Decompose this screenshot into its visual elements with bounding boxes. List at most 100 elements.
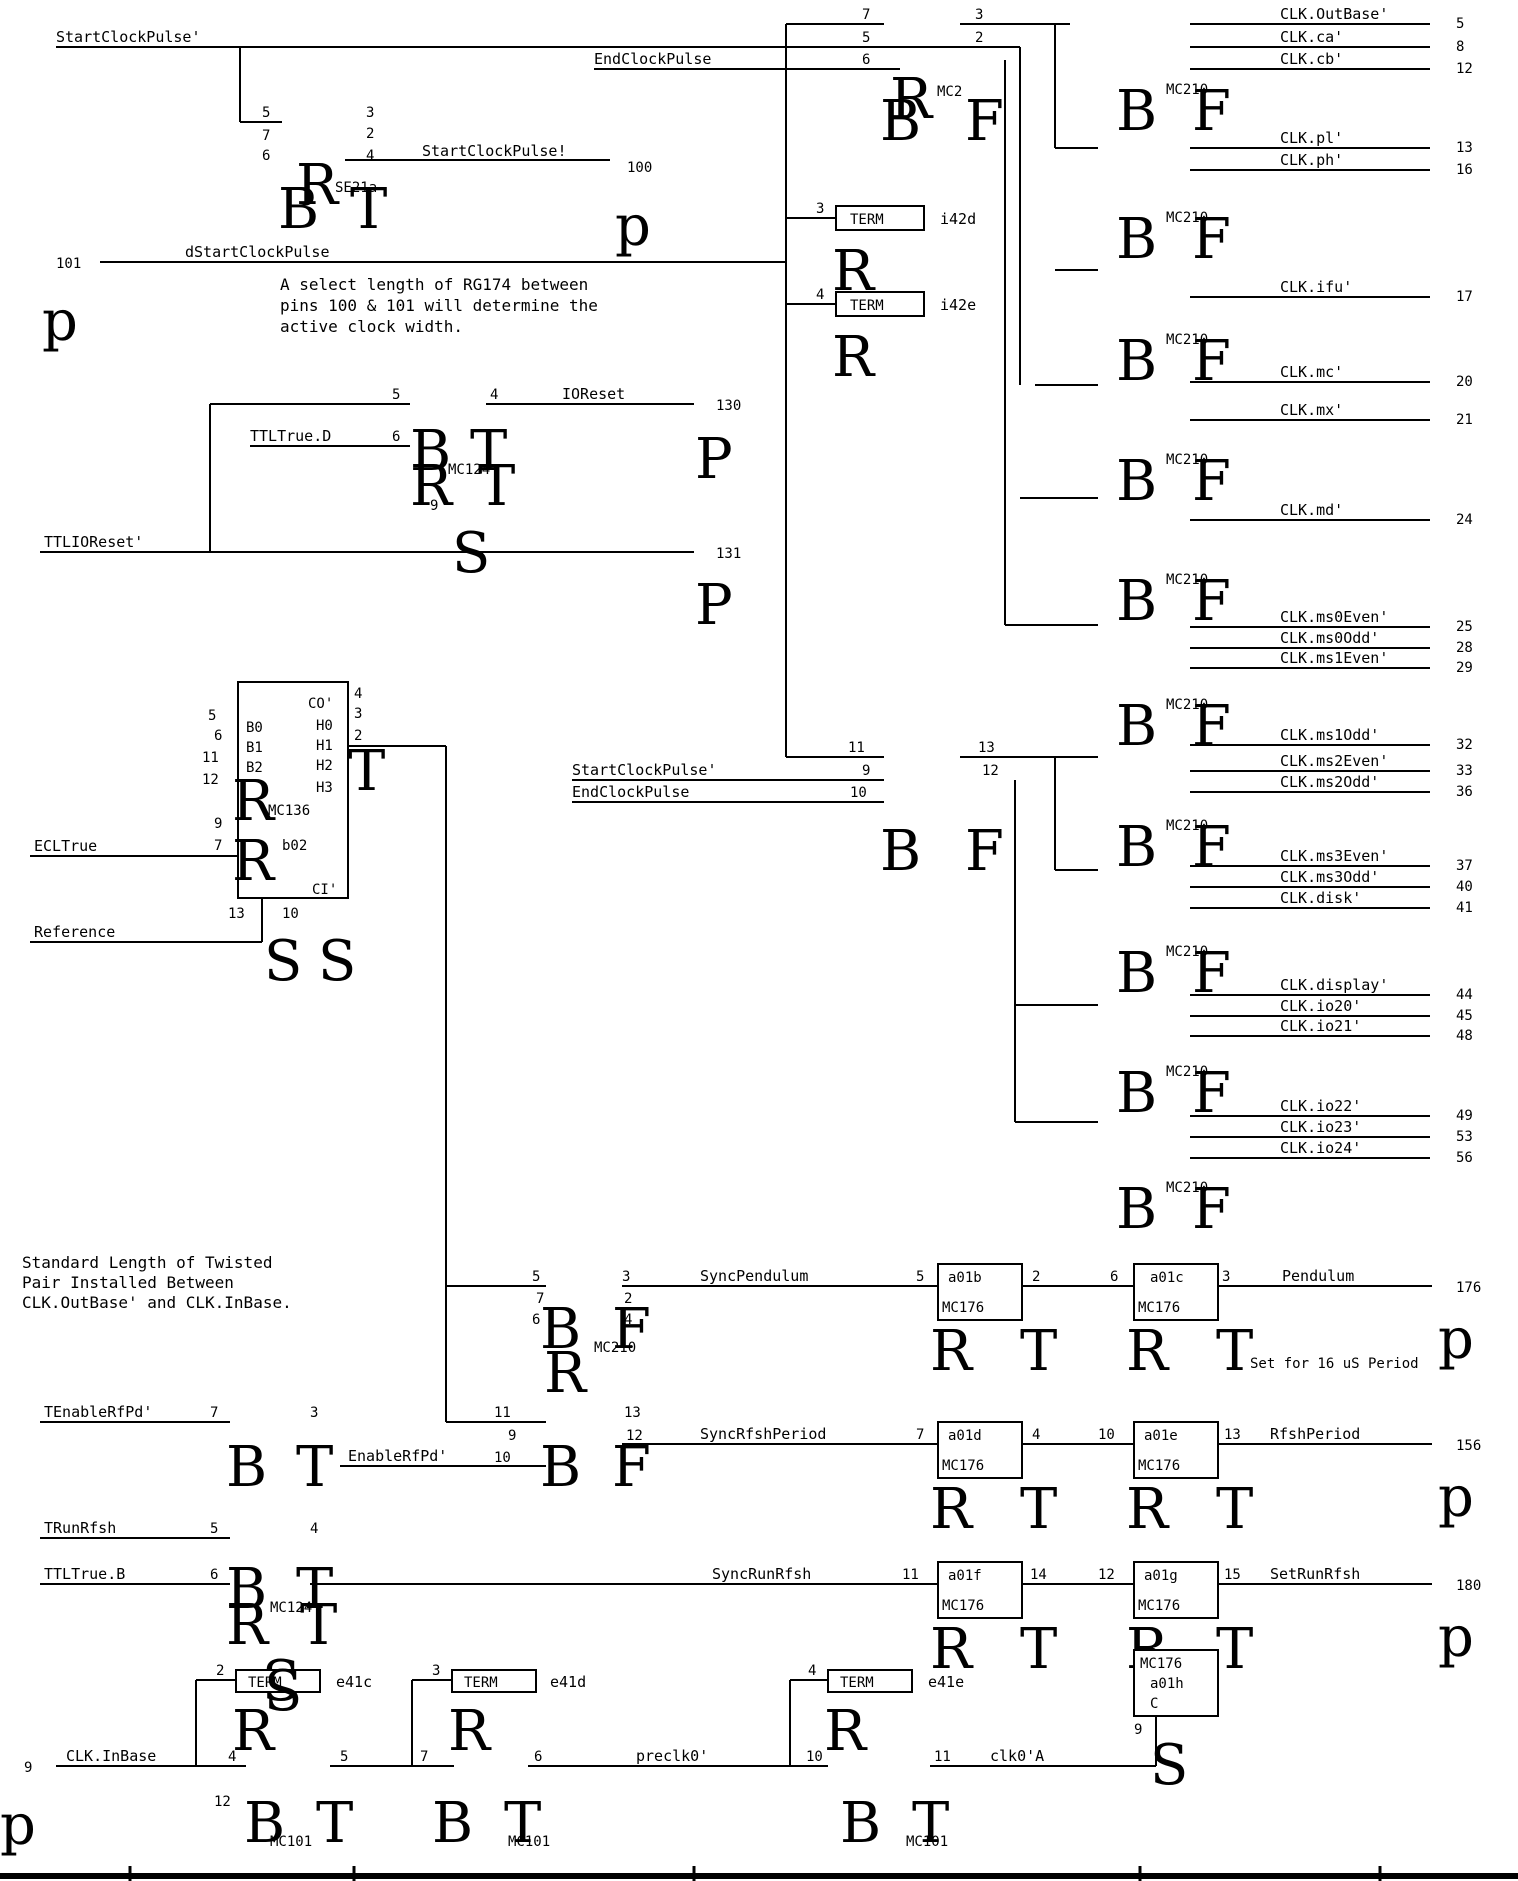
svg-text:B: B <box>540 1297 581 1362</box>
svg-text:T: T <box>1020 1617 1057 1682</box>
term-e41e <box>827 1669 913 1693</box>
mc176-a01e: a01e MC176 R T <box>1126 1421 1253 1542</box>
svg-text:4: 4 <box>624 1312 632 1328</box>
clock-output-pin: 13 <box>1456 140 1473 156</box>
svg-text:B1: B1 <box>246 740 263 756</box>
clock-output-pin: 8 <box>1456 39 1464 55</box>
svg-text:6: 6 <box>1110 1269 1118 1285</box>
svg-text:R: R <box>890 67 934 132</box>
rg174-note-line3: active clock width. <box>280 317 463 336</box>
svg-text:4: 4 <box>808 1663 816 1679</box>
svg-text:15: 15 <box>1224 1567 1241 1583</box>
start-clock-pulse-label-2: StartClockPulse' <box>572 761 717 779</box>
svg-text:9: 9 <box>24 1760 32 1776</box>
svg-text:R: R <box>930 1477 974 1542</box>
driver-gate-glyph: B <box>1116 207 1157 272</box>
end-clock-pulse-label: EndClockPulse <box>594 50 711 68</box>
svg-text:R: R <box>296 153 340 218</box>
driver-output-glyph: F <box>1192 815 1231 880</box>
svg-text:2: 2 <box>975 30 983 46</box>
se21-label: SE21a <box>335 180 377 196</box>
svg-text:F: F <box>612 1435 651 1500</box>
clock-output-pin: 48 <box>1456 1028 1473 1044</box>
svg-text:F: F <box>965 89 1004 154</box>
driver-output-glyph: F <box>1192 329 1231 394</box>
svg-text:CI': CI' <box>312 882 337 898</box>
svg-text:7: 7 <box>262 128 270 144</box>
svg-text:a01e: a01e <box>1144 1428 1178 1444</box>
svg-text:T: T <box>350 177 387 242</box>
io-reset-label: IOReset <box>562 385 625 403</box>
svg-text:T: T <box>1020 1477 1057 1542</box>
svg-text:5: 5 <box>210 1521 218 1537</box>
svg-text:B: B <box>880 819 921 884</box>
svg-text:R: R <box>930 1319 974 1384</box>
clock-output-label: CLK.ph' <box>1280 151 1343 169</box>
svg-text:T: T <box>1216 1319 1253 1384</box>
svg-text:R: R <box>544 1341 588 1406</box>
svg-text:B: B <box>410 419 451 484</box>
rg174-note-line2: pins 100 & 101 will determine the <box>280 296 598 315</box>
svg-text:6: 6 <box>210 1567 218 1583</box>
svg-text:TERM: TERM <box>850 212 884 228</box>
svg-text:R: R <box>232 1699 276 1764</box>
svg-text:H0: H0 <box>316 718 333 734</box>
svg-text:MC101: MC101 <box>906 1834 948 1850</box>
clock-output-label: CLK.ms2Even' <box>1280 752 1388 770</box>
driver-part-label: MC210 <box>1166 572 1208 588</box>
svg-text:131: 131 <box>716 546 741 562</box>
clock-output-pin: 29 <box>1456 660 1473 676</box>
enable-rf-pd-label: EnableRfPd' <box>348 1447 447 1465</box>
pin-101-connector: p <box>42 289 78 354</box>
sync-pendulum-label: SyncPendulum <box>700 1267 808 1285</box>
clock-output-pin: 17 <box>1456 289 1473 305</box>
svg-text:MC176: MC176 <box>942 1598 984 1614</box>
mc2-gate-bottom: B F <box>880 819 1004 884</box>
svg-text:B: B <box>432 1791 473 1856</box>
svg-text:TERM: TERM <box>840 1675 874 1691</box>
clock-output-label: CLK.md' <box>1280 501 1343 519</box>
driver-output-glyph: F <box>1192 694 1231 759</box>
svg-text:7: 7 <box>214 838 222 854</box>
clk-in-base-label: CLK.InBase <box>66 1747 156 1765</box>
clock-output-pin: 37 <box>1456 858 1473 874</box>
svg-text:11: 11 <box>202 750 219 766</box>
svg-text:B: B <box>278 177 319 242</box>
clock-output-pin: 44 <box>1456 987 1473 1003</box>
svg-text:5: 5 <box>262 105 270 121</box>
svg-text:6: 6 <box>862 52 870 68</box>
driver-part-label: MC210 <box>1166 210 1208 226</box>
t-enable-rf-pd-label: TEnableRfPd' <box>44 1403 152 1421</box>
sync-rfsh-period-label: SyncRfshPeriod <box>700 1425 826 1443</box>
mc176-a01d: a01d MC176 R T <box>930 1421 1057 1542</box>
driver-part-label: MC210 <box>1166 82 1208 98</box>
svg-text:T: T <box>470 419 507 484</box>
svg-text:T: T <box>912 1791 949 1856</box>
driver-output-glyph: F <box>1192 569 1231 634</box>
clock-output-pin: 36 <box>1456 784 1473 800</box>
ecl-true-label: ECLTrue <box>34 837 97 855</box>
svg-text:3: 3 <box>432 1663 440 1679</box>
svg-text:3: 3 <box>1222 1269 1230 1285</box>
svg-text:2: 2 <box>624 1291 632 1307</box>
clock-output-pin: 21 <box>1456 412 1473 428</box>
svg-text:B2: B2 <box>246 760 263 776</box>
svg-text:10: 10 <box>806 1749 823 1765</box>
clock-output-label: CLK.mx' <box>1280 401 1343 419</box>
term-i42d <box>835 205 925 231</box>
svg-text:6: 6 <box>214 728 222 744</box>
svg-text:B: B <box>244 1791 285 1856</box>
svg-text:7: 7 <box>420 1749 428 1765</box>
svg-text:a01g: a01g <box>1144 1568 1178 1584</box>
svg-text:11: 11 <box>848 740 865 756</box>
mc176-a01c: a01c MC176 R T <box>1126 1263 1253 1384</box>
ttl-true-b-label: TTLTrue.B <box>44 1565 125 1583</box>
svg-text:R: R <box>448 1699 492 1764</box>
svg-text:6: 6 <box>392 429 400 445</box>
svg-text:R: R <box>226 1593 270 1658</box>
driver-gate-glyph: B <box>1116 941 1157 1006</box>
svg-text:4: 4 <box>366 148 374 164</box>
svg-text:3: 3 <box>366 105 374 121</box>
mc2-gate-top: B R F MC2 <box>880 67 1004 154</box>
